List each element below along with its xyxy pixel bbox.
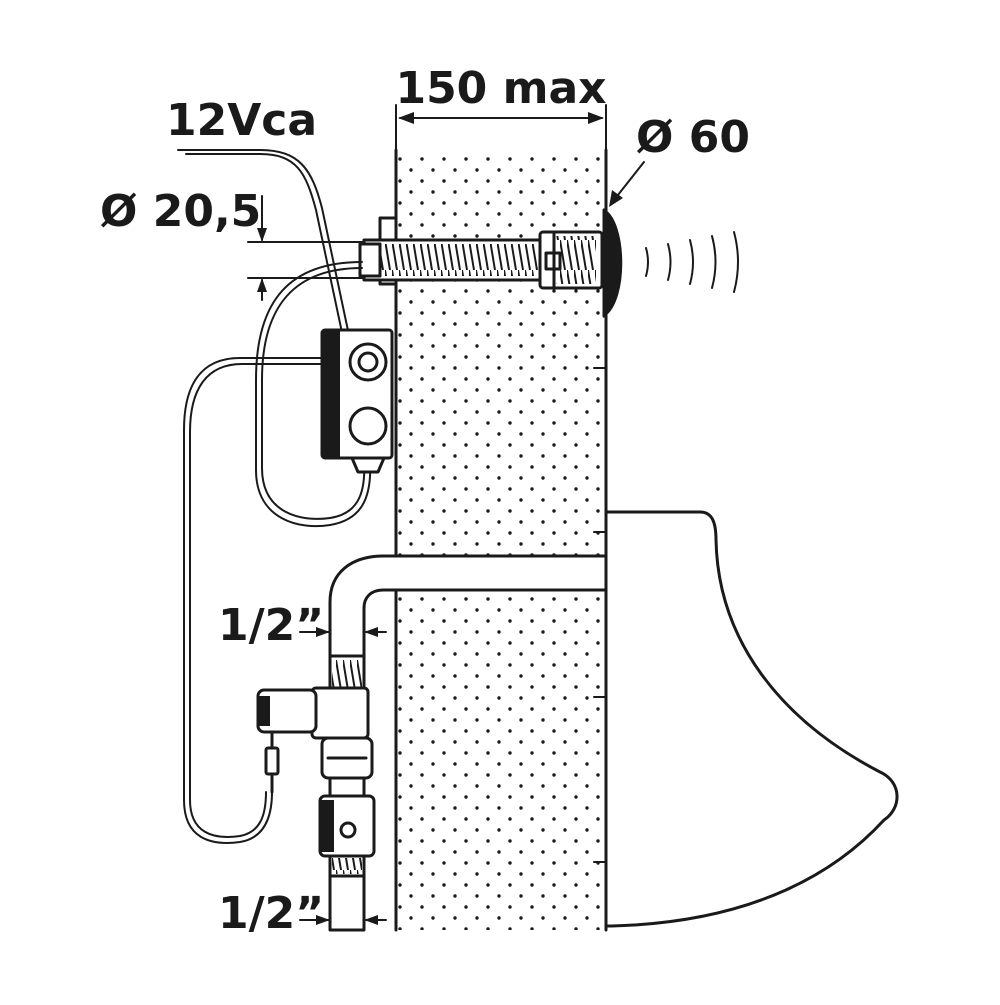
sensor-cable (255, 261, 372, 528)
cable-gland-bottom (348, 406, 388, 446)
solenoid-cable (183, 357, 323, 844)
locknut-inner (358, 242, 382, 278)
control-box-side (322, 330, 340, 458)
stop-valve (318, 794, 376, 878)
tube-thread-pattern (368, 244, 542, 276)
supply-voltage-label: 12Vca (166, 95, 317, 146)
housing-thread-pattern (556, 236, 596, 284)
outlet-size-label: 1/2” (218, 888, 324, 939)
wall (394, 148, 608, 932)
control-box-outlet (350, 456, 386, 474)
supply-pipe-elbow (328, 554, 608, 662)
sensor-faceplate (603, 208, 623, 318)
outlet-thread (332, 858, 362, 874)
sensor-diameter-callout: Ø 60 (609, 112, 750, 207)
valve-body (310, 686, 370, 740)
sensor-face (602, 208, 623, 318)
urinal-outline (604, 510, 899, 928)
power-cable: 12Vca (166, 95, 351, 343)
solenoid-valve (256, 654, 374, 798)
outlet-size-dimension: 1/2” (218, 875, 387, 939)
tube-diameter-label: Ø 20,5 (100, 186, 261, 237)
solenoid-coil-shade (258, 696, 270, 726)
valve-connector (328, 776, 366, 798)
supply-pipe-lower (328, 868, 366, 932)
urinal (604, 510, 899, 928)
inlet-size-label: 1/2” (218, 600, 324, 651)
solenoid-connector (264, 746, 280, 776)
sensor-tube-assembly (358, 216, 604, 290)
valve-top-thread (332, 660, 362, 688)
wall-fill-lower (396, 590, 606, 930)
sensor-diameter-label: Ø 60 (636, 112, 750, 163)
tile-joints (593, 367, 607, 863)
wall-fill-upper (396, 150, 606, 555)
control-box (320, 328, 394, 474)
inlet-size-dimension: 1/2” (218, 600, 387, 651)
cable-gland-inner (357, 351, 379, 373)
stop-valve-shade (320, 800, 334, 852)
wall-thickness-label: 150 max (395, 63, 606, 114)
tube-diameter-dimension: Ø 20,5 (100, 186, 363, 301)
stop-valve-screw (339, 821, 357, 839)
wall-thickness-dimension: 150 max (395, 63, 607, 153)
detection-waves-icon (645, 231, 739, 293)
